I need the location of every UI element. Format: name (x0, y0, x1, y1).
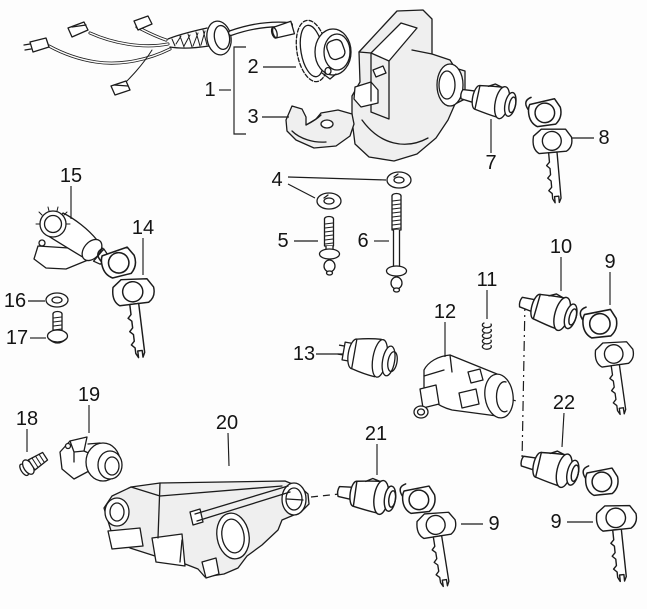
steering-lock-housing-upper (351, 9, 466, 162)
callout-22-leader (561, 412, 565, 448)
callout-10-number: 10 (550, 236, 572, 258)
lock-actuator-19 (59, 436, 123, 482)
washer-16 (45, 292, 69, 308)
callout-6-number: 6 (357, 230, 368, 252)
spring-11 (481, 322, 492, 350)
callout-4-leader (287, 183, 316, 199)
callout-18-number: 18 (16, 408, 38, 430)
callout-15-number: 15 (60, 165, 82, 187)
callout-5-number: 5 (277, 230, 288, 252)
screw-17 (46, 310, 69, 344)
ignition-contact-ring (270, 19, 352, 83)
callout-14-number: 14 (132, 217, 154, 239)
callout-2-number: 2 (247, 56, 258, 78)
callout-7-number: 7 (485, 152, 496, 174)
callout-3-number: 3 (247, 106, 258, 128)
callout-16-number: 16 (4, 290, 26, 312)
shear-bolt-6 (385, 192, 408, 293)
callout-22-number: 22 (553, 392, 575, 414)
lock-cylinder-15 (33, 206, 109, 270)
callout-1-number: 1 (204, 79, 215, 101)
shear-bolt-5 (318, 215, 341, 276)
alignment-line-1 (310, 492, 350, 498)
connector-terminal (29, 37, 50, 53)
steering-lock-housing-20 (103, 480, 310, 579)
callout-4-leader (287, 176, 387, 181)
wiring-harness (23, 15, 293, 96)
callout-20-number: 20 (216, 412, 238, 434)
callout-13-number: 13 (293, 343, 315, 365)
callout-9-number: 9 (488, 513, 499, 535)
callout-21-number: 21 (365, 423, 387, 445)
screw-18 (19, 451, 49, 477)
alignment-line-0 (521, 300, 526, 463)
assembly-bracket (233, 46, 246, 135)
washer-4-left (316, 192, 342, 210)
callout-11-number: 11 (477, 269, 498, 291)
callout-19-number: 19 (78, 384, 100, 406)
washer-4-right (386, 171, 412, 189)
lock-cylinder-housing-12 (413, 354, 514, 419)
callout-20-leader (227, 432, 230, 467)
callout-9-number: 9 (550, 511, 561, 533)
callout-4-number: 4 (271, 169, 282, 191)
callout-12-number: 12 (434, 301, 456, 323)
housing-lower-cover (285, 105, 355, 149)
callout-8-number: 8 (598, 127, 609, 149)
connector-terminal (133, 15, 153, 31)
ignition-switch-13 (337, 338, 398, 378)
callout-17-number: 17 (6, 327, 28, 349)
callout-9-number: 9 (604, 251, 615, 273)
